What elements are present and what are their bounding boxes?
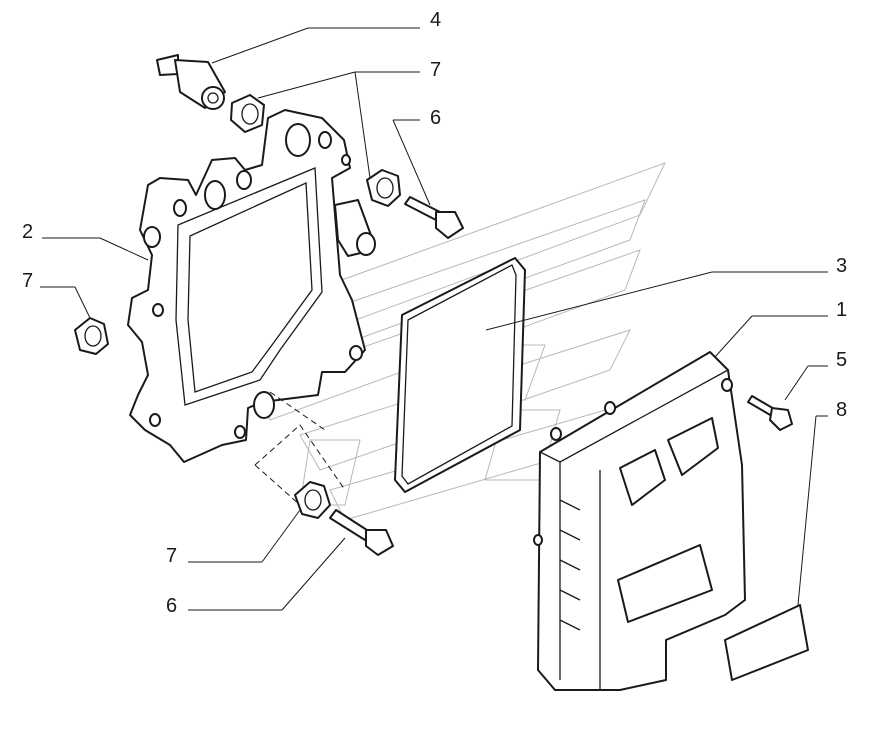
bolt-part [747, 395, 793, 431]
callout-5: 5 [836, 349, 847, 371]
callout-4: 4 [430, 9, 441, 31]
callout-6-bottom: 6 [166, 595, 177, 617]
grommet-left-part [74, 317, 109, 355]
flange-bolt-top-part [404, 196, 464, 239]
ecu-module-part [533, 351, 809, 691]
callout-1: 1 [836, 299, 847, 321]
stud-spacer-part [156, 54, 226, 110]
callout-7-left: 7 [22, 270, 33, 292]
grommet-top-part [230, 94, 265, 133]
flange-bolt-bottom-part [329, 509, 394, 556]
grommet-bottom-part [294, 481, 331, 519]
grommet-right-part [366, 169, 401, 207]
callout-6: 6 [430, 107, 441, 129]
callout-labels: 4 7 6 2 7 3 1 5 8 7 6 [22, 9, 847, 617]
assembly-guide-lines [254, 391, 346, 506]
callout-7-bottom: 7 [166, 545, 177, 567]
callout-8: 8 [836, 399, 847, 421]
callout-7: 7 [430, 59, 441, 81]
callout-3: 3 [836, 255, 847, 277]
leader-lines [40, 27, 828, 611]
callout-2: 2 [22, 221, 33, 243]
gasket-part [394, 257, 526, 493]
mounting-bracket-part [127, 109, 376, 463]
